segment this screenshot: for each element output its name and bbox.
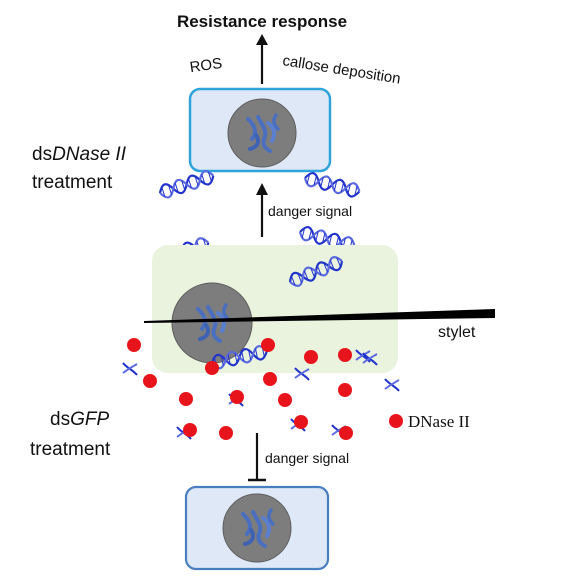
- dsrna-helix: [302, 170, 363, 200]
- dnase-dot: [294, 415, 308, 429]
- dnase-dot: [205, 361, 219, 375]
- susceptible-cell-nucleus: [222, 493, 292, 563]
- dnase-dot: [183, 423, 197, 437]
- title-resistance-response: Resistance response: [177, 12, 347, 31]
- danger-signal-up-arrow-head: [256, 183, 268, 195]
- dnase-dot: [338, 383, 352, 397]
- dnase-dot: [304, 350, 318, 364]
- dsrna-helix: [156, 168, 217, 201]
- arrow-to-resistance-head: [256, 34, 268, 45]
- dnase-dot: [339, 426, 353, 440]
- dnase-dot: [263, 372, 277, 386]
- dnase-dot: [143, 374, 157, 388]
- dnase-dot: [230, 390, 244, 404]
- stylet: [144, 309, 495, 323]
- dsrna-fragment: [384, 378, 400, 392]
- ds-gfp-prefix: ds: [50, 409, 70, 430]
- ds-gfp-gene: GFP: [70, 409, 109, 430]
- dnase-dot: [338, 348, 352, 362]
- dsrna-fragment: [122, 362, 138, 376]
- dnase-dot: [261, 338, 275, 352]
- dnase-dot: [179, 392, 193, 406]
- dnase-dot: [127, 338, 141, 352]
- danger-signal-top-label: danger signal: [268, 203, 352, 219]
- dnase-dot: [219, 426, 233, 440]
- ds-dnase-prefix: ds: [32, 144, 52, 165]
- ds-gfp-label: dsGFP: [50, 409, 109, 430]
- legend-dnase-dot: [389, 414, 403, 428]
- ds-dnase-label: dsDNase II: [32, 144, 127, 165]
- stylet-label: stylet: [438, 324, 476, 341]
- callose-label: callose deposition: [281, 52, 401, 87]
- plant-cell-nucleus: [171, 282, 253, 364]
- ds-dnase-gene: DNase II: [52, 144, 127, 165]
- ros-label: ROS: [189, 55, 224, 76]
- treatment-top-label: treatment: [32, 172, 113, 193]
- resistant-cell-nucleus: [227, 98, 297, 168]
- dnase-dot: [278, 393, 292, 407]
- treatment-bottom-label: treatment: [30, 439, 111, 460]
- danger-signal-bottom-label: danger signal: [265, 450, 349, 466]
- legend-dnase-label: DNase II: [408, 412, 470, 431]
